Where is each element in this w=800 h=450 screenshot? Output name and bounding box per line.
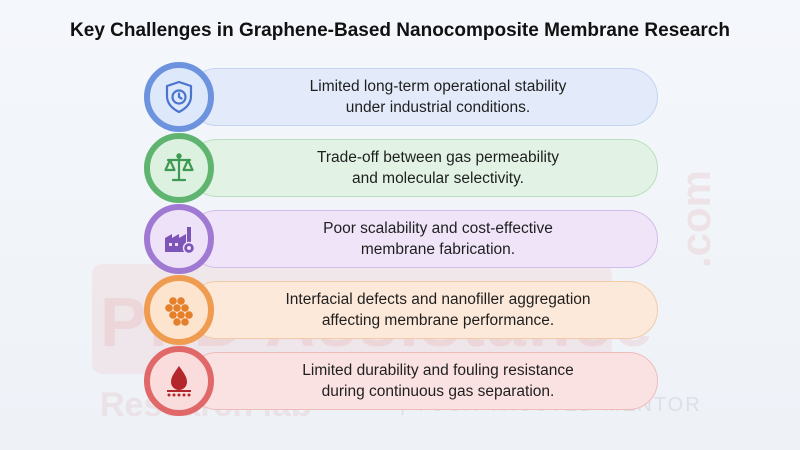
challenge-item-durability: Limited durability and fouling resistanc…: [144, 346, 662, 416]
challenge-text-line2: membrane fabrication.: [360, 241, 516, 258]
page-title: Key Challenges in Graphene-Based Nanocom…: [70, 20, 730, 41]
particle-cluster-icon: [144, 275, 214, 345]
challenge-item-scalability: Poor scalability and cost-effective memb…: [144, 204, 662, 274]
challenge-pill: Interfacial defects and nanofiller aggre…: [188, 281, 658, 339]
challenge-text-line1: Interfacial defects and nanofiller aggre…: [285, 291, 591, 308]
challenge-text-line2: during continuous gas separation.: [321, 383, 555, 400]
challenge-text-line2: affecting membrane performance.: [321, 312, 555, 329]
challenge-text-line2: under industrial conditions.: [345, 99, 531, 116]
challenge-item-stability: Limited long-term operational stability …: [144, 62, 662, 132]
droplet-membrane-icon: [144, 346, 214, 416]
balance-scale-icon: [144, 133, 214, 203]
challenge-text-line1: Limited long-term operational stability: [309, 78, 567, 95]
challenge-item-tradeoff: Trade-off between gas permeability and m…: [144, 133, 662, 203]
challenge-pill: Trade-off between gas permeability and m…: [188, 139, 658, 197]
factory-gear-icon: [144, 204, 214, 274]
challenge-pill: Limited durability and fouling resistanc…: [188, 352, 658, 410]
challenge-pill: Poor scalability and cost-effective memb…: [188, 210, 658, 268]
watermark-com-text: .com: [672, 169, 719, 268]
challenge-text-line1: Poor scalability and cost-effective: [323, 220, 553, 237]
challenge-text-line1: Trade-off between gas permeability: [316, 149, 560, 166]
challenge-item-interfacial-defects: Interfacial defects and nanofiller aggre…: [144, 275, 662, 345]
challenge-pill: Limited long-term operational stability …: [188, 68, 658, 126]
shield-clock-icon: [144, 62, 214, 132]
challenge-text-line1: Limited durability and fouling resistanc…: [302, 362, 574, 379]
challenge-text-line2: and molecular selectivity.: [351, 170, 524, 187]
